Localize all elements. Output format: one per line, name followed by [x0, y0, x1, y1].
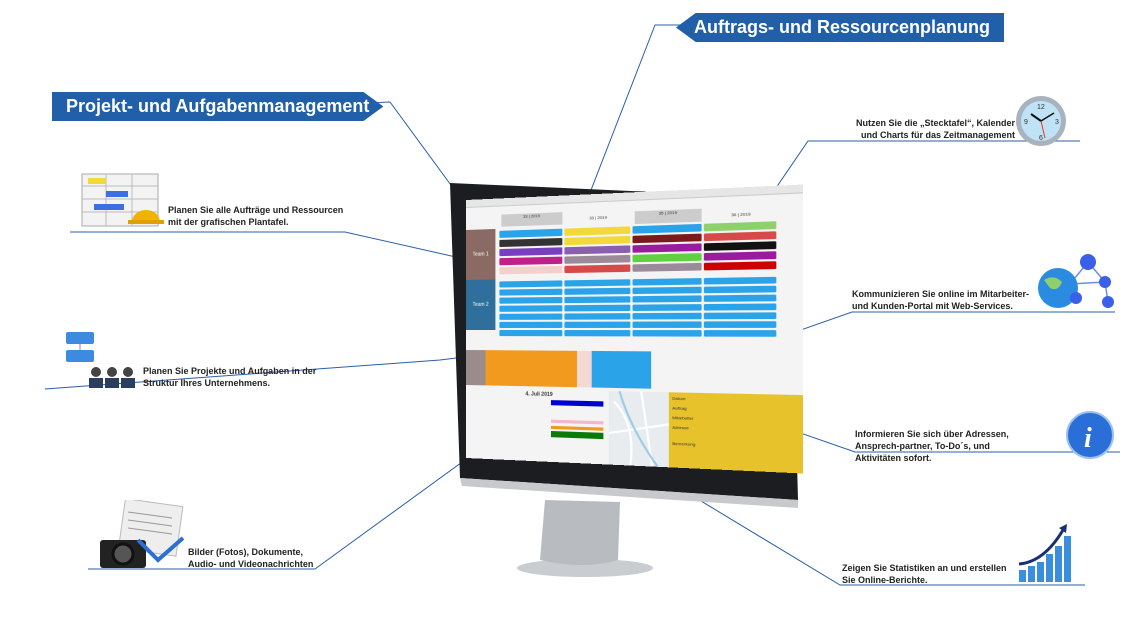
- screen-app: Team 1 Team 2 33 | 2019 33 | 2019 35 | 2…: [466, 185, 803, 474]
- board-slot[interactable]: [704, 277, 776, 285]
- form-label: Datum: [672, 396, 799, 404]
- board-slot[interactable]: [564, 288, 630, 295]
- board-task[interactable]: [633, 263, 702, 272]
- board-slot[interactable]: [704, 286, 776, 294]
- board-slot[interactable]: [704, 303, 776, 310]
- board-slot[interactable]: [499, 289, 562, 296]
- board-slot[interactable]: [633, 304, 702, 311]
- form-label: Mitarbeiter: [672, 415, 799, 424]
- board-slot[interactable]: [564, 305, 630, 312]
- board-task[interactable]: [499, 238, 562, 247]
- board-slot[interactable]: [564, 296, 630, 303]
- board-task[interactable]: [499, 229, 562, 238]
- board-slot[interactable]: [633, 313, 702, 320]
- board-task[interactable]: [704, 261, 776, 270]
- board-slot[interactable]: [633, 287, 702, 294]
- board-task[interactable]: [633, 253, 702, 262]
- board-task[interactable]: [704, 231, 776, 241]
- details-form: Datum Auftrag Mitarbeiter Adresse Bemerk…: [669, 392, 803, 473]
- board-slot[interactable]: [704, 295, 776, 302]
- board-slot[interactable]: [499, 305, 562, 312]
- monitor-stand: [540, 500, 620, 565]
- board-slot[interactable]: [704, 321, 776, 328]
- board-slot[interactable]: [633, 278, 702, 286]
- board-task[interactable]: [499, 266, 562, 274]
- week-header: 33 | 2019: [567, 214, 631, 227]
- board-task[interactable]: [633, 243, 702, 252]
- board-slot[interactable]: [564, 330, 630, 336]
- board-slot[interactable]: [564, 313, 630, 320]
- board-task[interactable]: [499, 257, 562, 266]
- board-task[interactable]: [564, 245, 630, 254]
- board-slot[interactable]: [704, 312, 776, 319]
- board-task[interactable]: [564, 255, 630, 264]
- board-slot[interactable]: [499, 322, 562, 328]
- board-task[interactable]: [704, 221, 776, 231]
- board-task[interactable]: [633, 224, 702, 234]
- form-label: Bemerkung: [672, 441, 799, 451]
- board-task[interactable]: [564, 264, 630, 273]
- board-task[interactable]: [499, 247, 562, 256]
- board-slot[interactable]: [633, 321, 702, 328]
- board-slot[interactable]: [499, 280, 562, 287]
- map-view[interactable]: [609, 391, 669, 467]
- calendar-date: 4. Juli 2019: [525, 391, 552, 398]
- board-slot[interactable]: [499, 297, 562, 304]
- board-slot[interactable]: [633, 295, 702, 302]
- week-header: 33 | 2019: [501, 212, 562, 227]
- board-task[interactable]: [704, 241, 776, 251]
- team-1-label[interactable]: Team 1: [466, 229, 495, 280]
- board-task[interactable]: [633, 234, 702, 244]
- board-slot[interactable]: [564, 279, 630, 286]
- board-task[interactable]: [564, 236, 630, 245]
- week-header: 35 | 2019: [635, 209, 702, 224]
- board-slot[interactable]: [499, 330, 562, 336]
- board-slot[interactable]: [704, 330, 776, 337]
- board-slot[interactable]: [633, 330, 702, 337]
- board-task[interactable]: [704, 251, 776, 260]
- timeline-task-blue[interactable]: [592, 351, 651, 389]
- team-2-label[interactable]: Team 2: [466, 279, 495, 330]
- timeline-task-orange[interactable]: [486, 350, 577, 387]
- board-task[interactable]: [564, 226, 630, 236]
- form-label: Adresse: [672, 425, 799, 435]
- board-slot[interactable]: [499, 313, 562, 319]
- board-slot[interactable]: [564, 322, 630, 328]
- form-label: Auftrag: [672, 405, 799, 414]
